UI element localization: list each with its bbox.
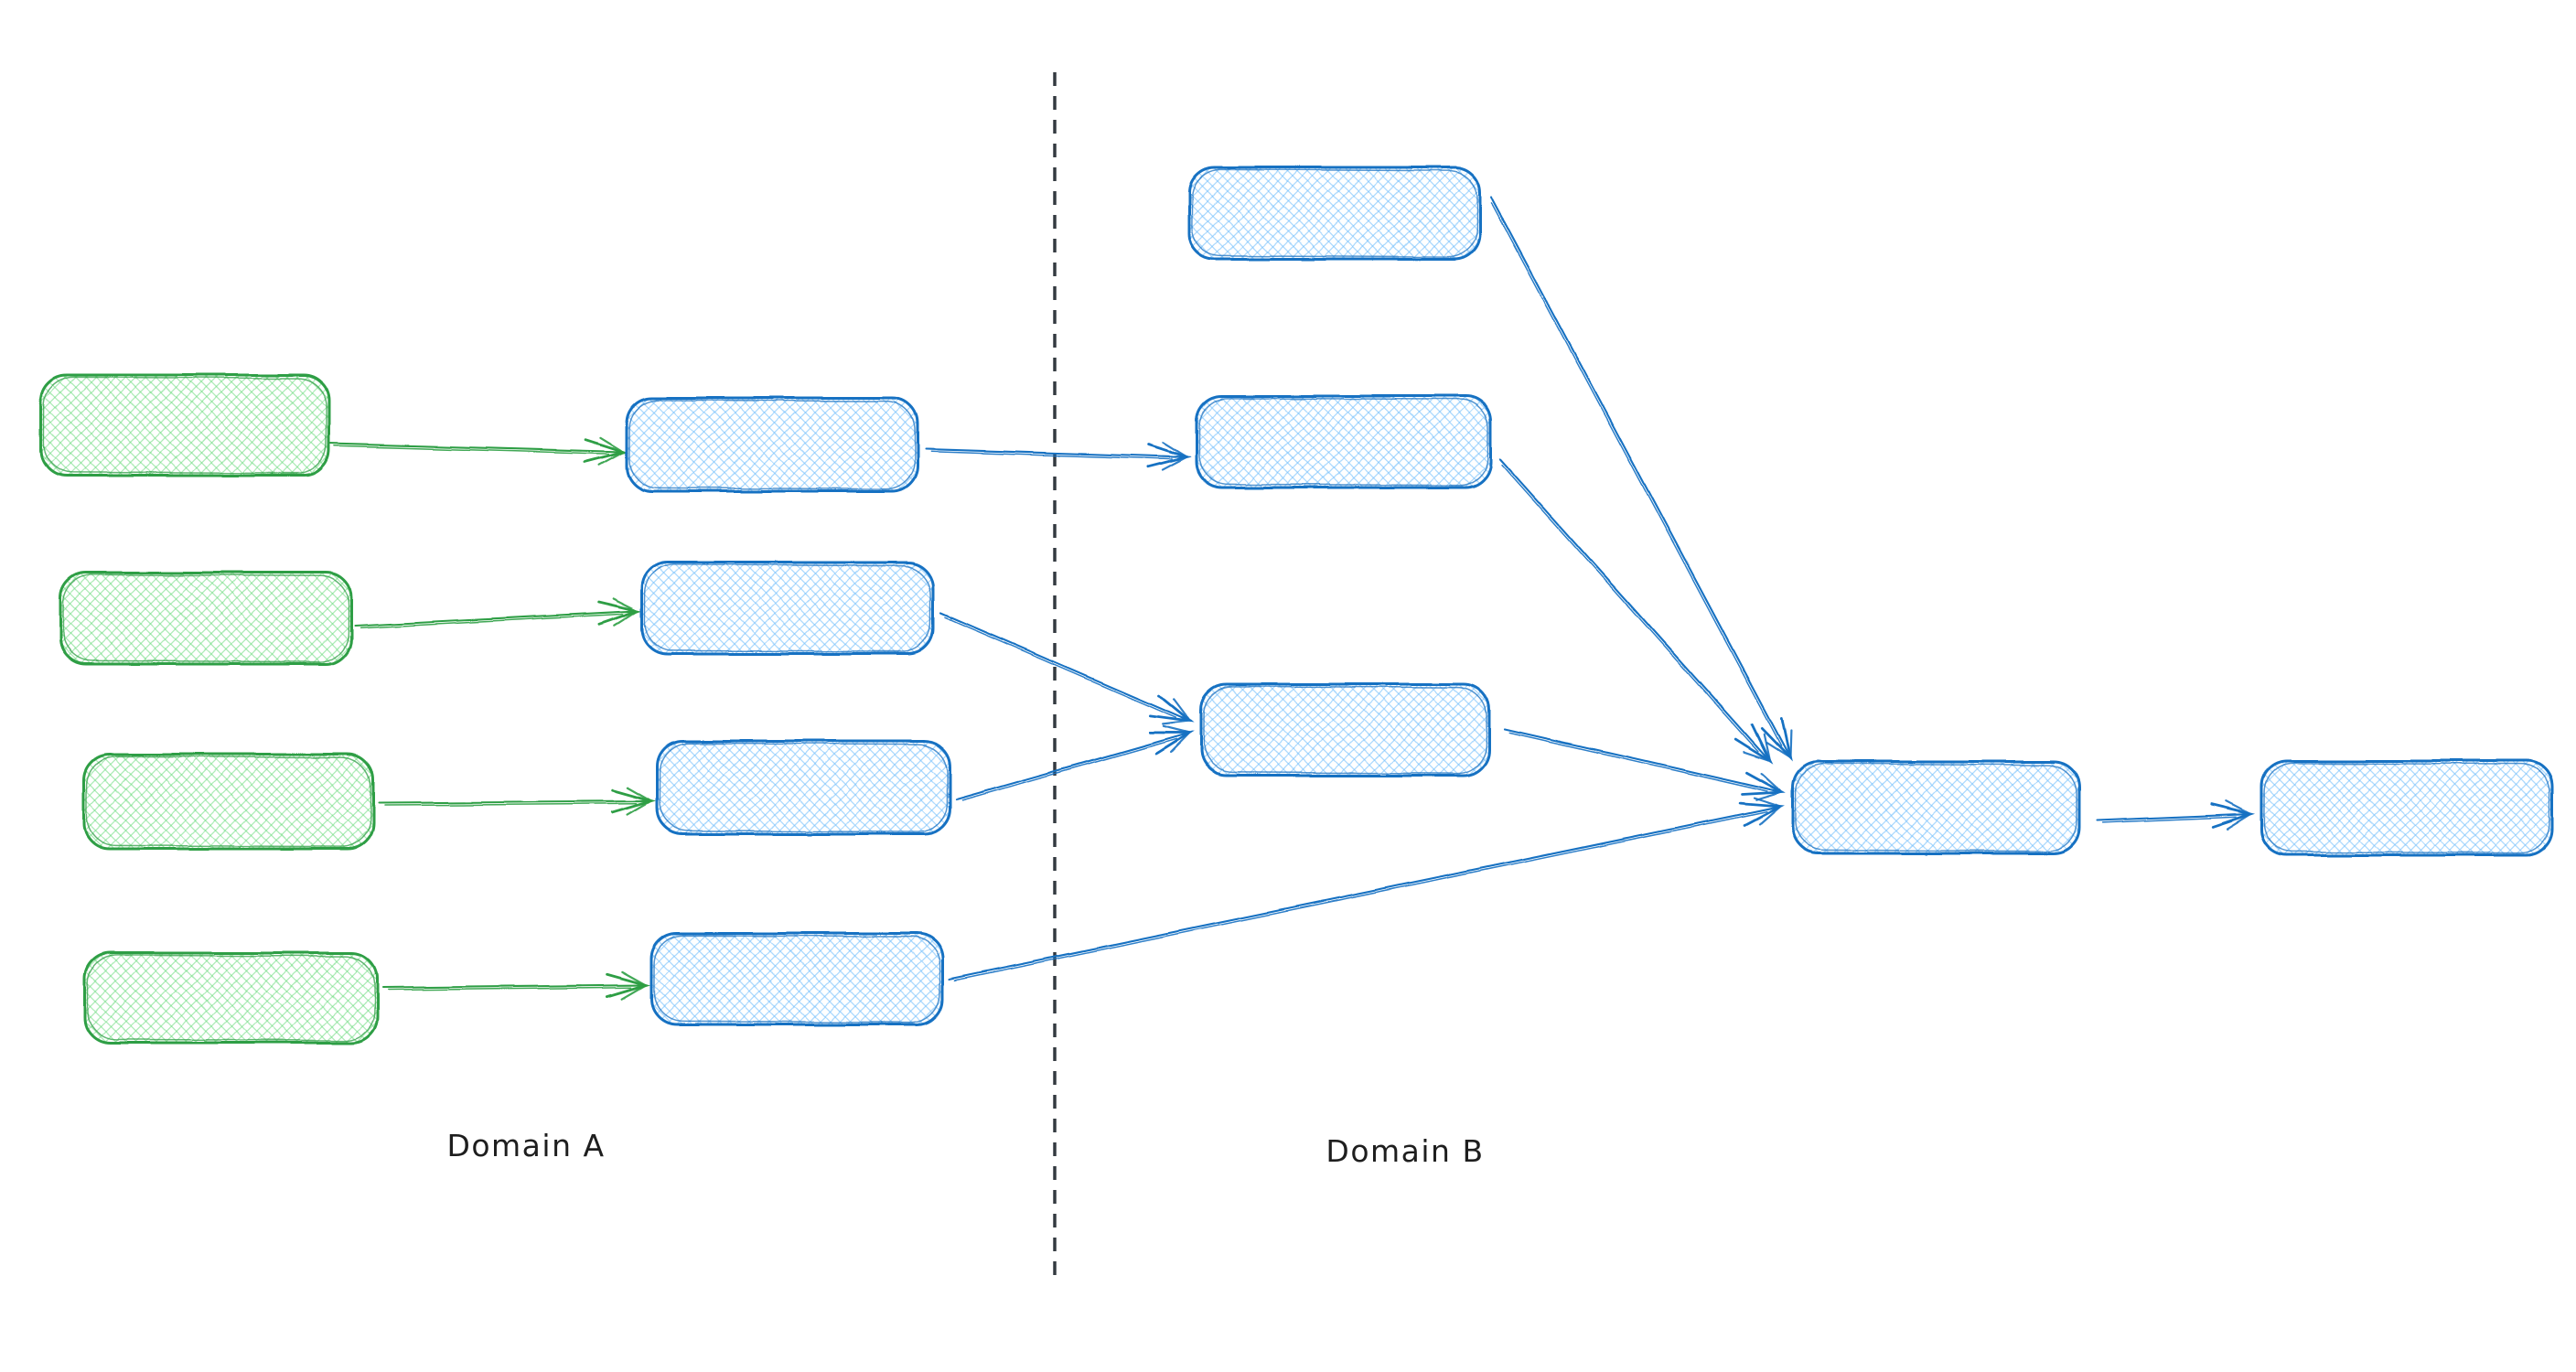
- edge-input4-to-process4-arrow: [381, 970, 651, 1001]
- edge-bnode1-to-merge-arrow: [1489, 195, 1793, 762]
- edge-bnode3-to-merge-arrow: [1503, 727, 1787, 801]
- edge-process2-to-bnode3-arrow: [939, 611, 1195, 725]
- node-domain-b-merge-node: [1791, 760, 2081, 855]
- node-domain-b-node-3: [1199, 682, 1491, 777]
- node-domain-a-input-4: [83, 951, 379, 1045]
- node-domain-a-input-2: [59, 571, 353, 666]
- node-domain-a-process-4: [649, 931, 944, 1026]
- node-domain-b-node-2: [1195, 394, 1493, 489]
- node-domain-a-input-3: [82, 753, 375, 851]
- edge-process4-to-merge-arrow: [947, 797, 1785, 981]
- node-domain-a-input-1: [39, 373, 331, 477]
- node-domain-b-output-node: [2259, 759, 2554, 857]
- domain-b-label: Domain B: [1326, 1133, 1484, 1169]
- edge-input1-to-process1-arrow: [327, 436, 629, 466]
- domain-a-label: Domain A: [446, 1128, 605, 1163]
- node-domain-a-process-3: [655, 739, 951, 836]
- edge-process3-to-bnode3-arrow: [954, 724, 1195, 801]
- edge-input3-to-process3-arrow: [377, 787, 657, 817]
- edge-merge-to-output-arrow: [2095, 800, 2256, 831]
- edge-process1-to-bnode2-arrow: [924, 442, 1192, 472]
- edge-bnode2-to-merge-arrow: [1498, 457, 1774, 765]
- node-domain-a-process-2: [640, 561, 935, 656]
- node-domain-b-node-1: [1187, 166, 1482, 261]
- node-domain-a-process-1: [625, 396, 919, 493]
- edge-input2-to-process2-arrow: [353, 597, 643, 629]
